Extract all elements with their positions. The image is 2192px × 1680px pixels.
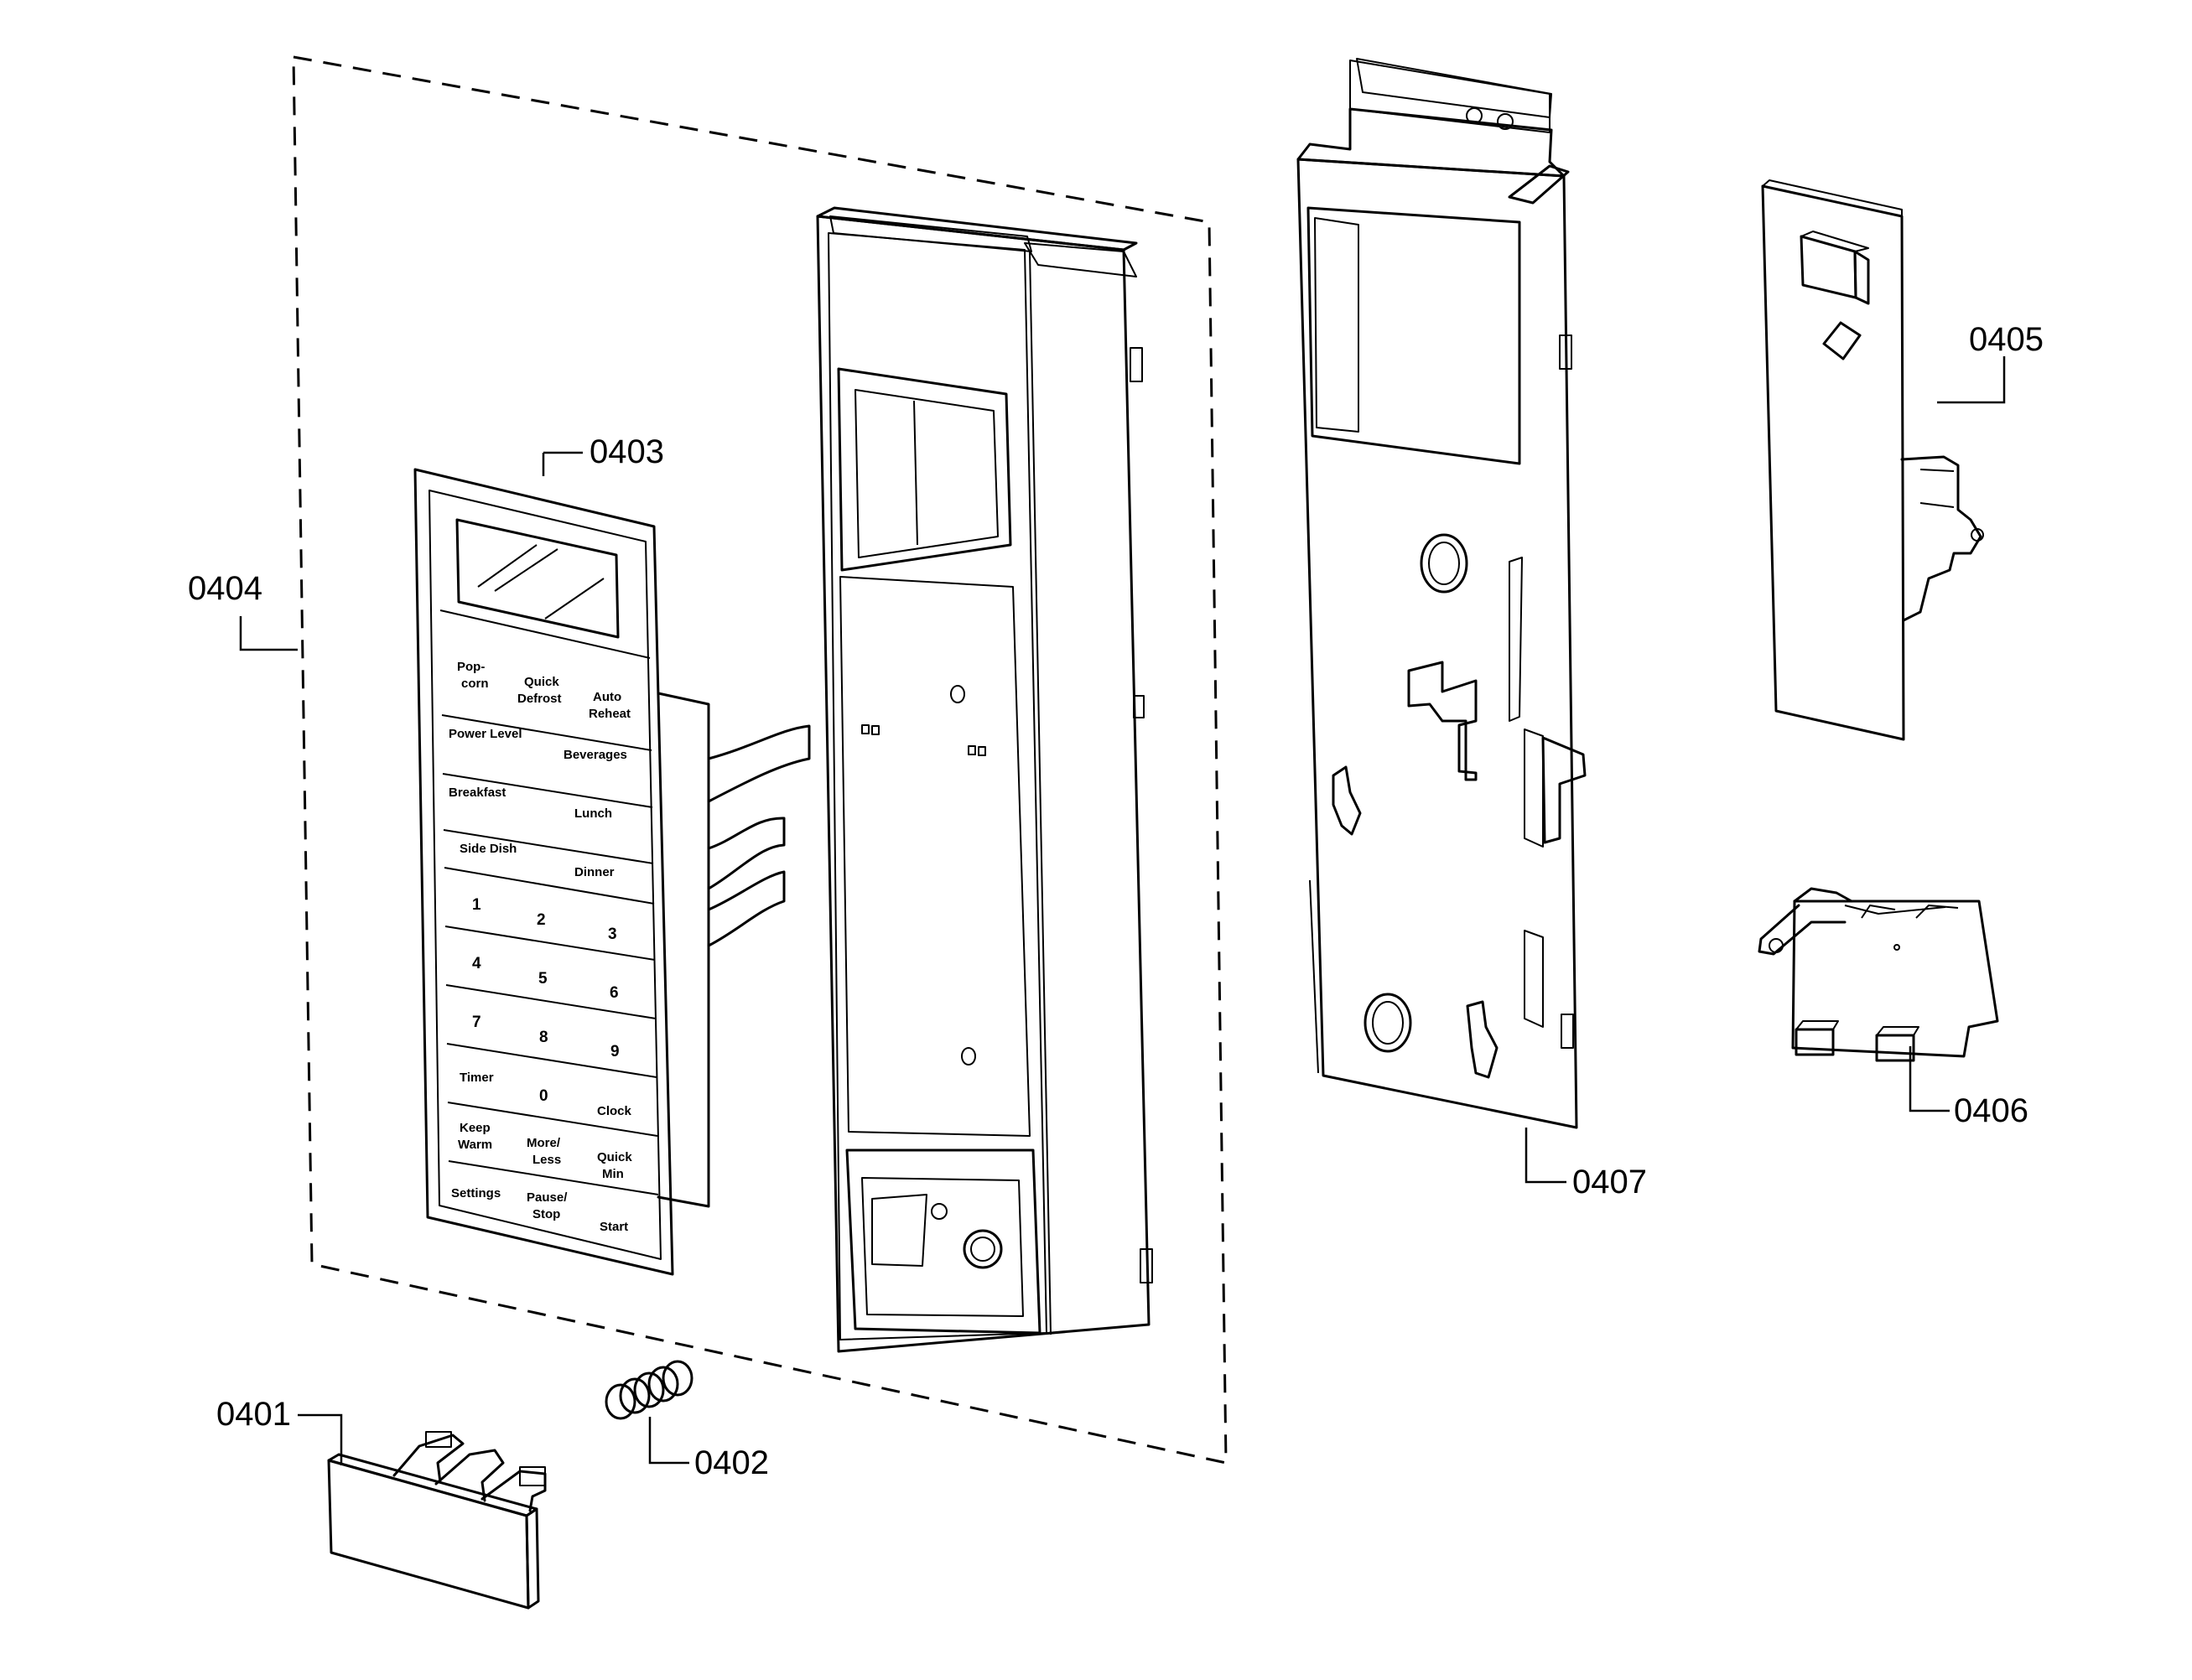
key-quick-defrost-line2: Defrost xyxy=(517,692,562,706)
key-1: 1 xyxy=(472,896,481,914)
key-7: 7 xyxy=(472,1014,481,1031)
key-keep-warm-line1: Keep xyxy=(460,1121,491,1135)
key-9: 9 xyxy=(610,1043,620,1060)
callout-0401: 0401 xyxy=(216,1396,291,1433)
display-window xyxy=(455,518,620,639)
key-quick-min-line2: Min xyxy=(602,1167,624,1181)
key-quick-min-line1: Quick xyxy=(597,1150,632,1164)
key-2: 2 xyxy=(537,911,546,929)
key-start: Start xyxy=(600,1220,628,1234)
callout-0405: 0405 xyxy=(1969,321,2044,358)
control-bracket-part xyxy=(1296,58,1587,1129)
key-4: 4 xyxy=(472,955,481,972)
key-8: 8 xyxy=(539,1029,548,1046)
key-lunch: Lunch xyxy=(574,806,612,821)
keypad-membrane-part: Pop- corn Quick Defrost Auto Reheat Powe… xyxy=(413,468,811,1276)
key-clock: Clock xyxy=(597,1104,632,1118)
callout-0404: 0404 xyxy=(188,570,262,607)
door-button-part xyxy=(327,1431,547,1610)
key-breakfast: Breakfast xyxy=(449,786,506,800)
key-more-less-line2: Less xyxy=(532,1153,561,1167)
key-keep-warm-line2: Warm xyxy=(458,1138,492,1152)
key-beverages: Beverages xyxy=(564,748,627,762)
keypad-grid-lines xyxy=(439,609,659,1195)
key-dinner: Dinner xyxy=(574,865,615,879)
callout-0403: 0403 xyxy=(590,433,664,470)
callout-0402: 0402 xyxy=(694,1444,769,1481)
key-timer: Timer xyxy=(460,1071,494,1085)
key-more-less-line1: More/ xyxy=(527,1136,561,1150)
key-auto-reheat-line1: Auto xyxy=(593,690,621,704)
key-quick-defrost-line1: Quick xyxy=(524,675,559,689)
key-popcorn-line1: Pop- xyxy=(457,660,485,674)
spring-part xyxy=(605,1360,693,1420)
key-popcorn-line2: corn xyxy=(461,677,489,691)
control-board-part xyxy=(1761,179,1984,741)
key-0: 0 xyxy=(539,1087,548,1105)
callout-0407: 0407 xyxy=(1572,1164,1647,1200)
key-settings: Settings xyxy=(451,1186,501,1200)
leader-lines xyxy=(239,356,2006,1465)
key-5: 5 xyxy=(538,970,548,988)
door-switch-part xyxy=(1758,887,1999,1062)
key-pause-stop-line1: Pause/ xyxy=(527,1190,568,1205)
key-3: 3 xyxy=(608,926,617,943)
assembly-dashed-boundary xyxy=(292,55,1228,1465)
callout-0406: 0406 xyxy=(1954,1092,2028,1129)
key-auto-reheat-line2: Reheat xyxy=(589,707,631,721)
key-pause-stop-line2: Stop xyxy=(532,1207,560,1221)
control-panel-frame xyxy=(816,206,1153,1353)
key-side-dish: Side Dish xyxy=(460,842,517,856)
key-6: 6 xyxy=(610,984,619,1002)
key-power-level: Power Level xyxy=(449,727,522,741)
